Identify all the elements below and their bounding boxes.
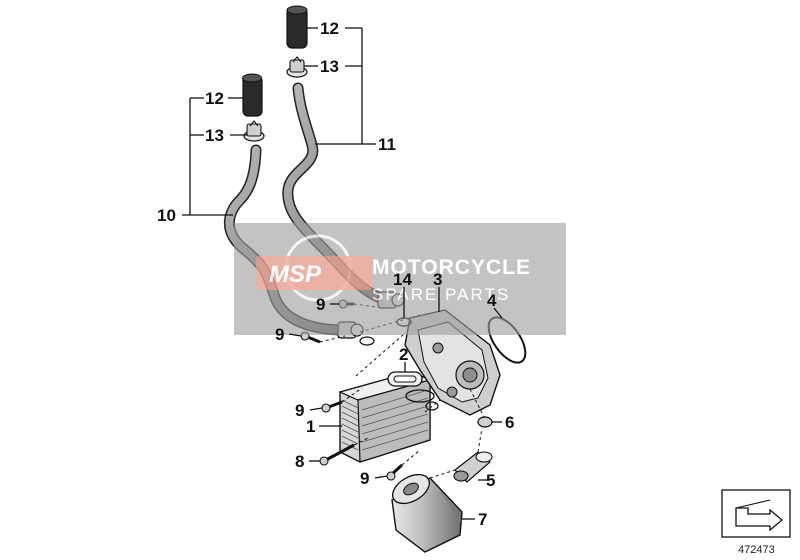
watermark-subtitle: SPARE PARTS bbox=[372, 285, 510, 304]
screw-9c bbox=[321, 400, 343, 413]
callout-9-d: 9 bbox=[360, 469, 369, 488]
oil-filter bbox=[391, 473, 463, 553]
sealing-plug bbox=[477, 416, 493, 428]
diagram-number: 472473 bbox=[738, 544, 775, 556]
oil-filter-housing bbox=[404, 309, 501, 416]
hollow-bolt bbox=[453, 451, 493, 483]
screw-8 bbox=[319, 443, 355, 466]
callout-13-upper: 13 bbox=[320, 57, 339, 76]
callout-4: 4 bbox=[487, 291, 497, 310]
callout-3: 3 bbox=[433, 270, 442, 289]
watermark-logo: MSP bbox=[269, 261, 322, 288]
hose-clamp-upper bbox=[286, 56, 308, 78]
callout-8: 8 bbox=[295, 452, 304, 471]
hose-clamp-lower bbox=[243, 120, 265, 142]
callout-13-lower: 13 bbox=[205, 126, 224, 145]
callout-12-lower: 12 bbox=[205, 89, 224, 108]
callout-1: 1 bbox=[306, 417, 315, 436]
screw-9d bbox=[386, 463, 404, 481]
callout-9-a: 9 bbox=[316, 295, 325, 314]
watermark: MSP MOTORCYCLE SPARE PARTS bbox=[234, 223, 566, 335]
callout-9-c: 9 bbox=[295, 401, 304, 420]
protective-cap-lower bbox=[242, 73, 263, 117]
callout-12-upper: 12 bbox=[320, 19, 339, 38]
protective-cap-upper bbox=[286, 5, 308, 49]
callout-5: 5 bbox=[486, 471, 495, 490]
arrow-box-icon bbox=[721, 489, 791, 538]
leader-lines bbox=[182, 27, 503, 520]
callout-11: 11 bbox=[378, 135, 396, 154]
callout-14: 14 bbox=[393, 270, 412, 289]
callout-2: 2 bbox=[399, 345, 408, 364]
watermark-title: MOTORCYCLE bbox=[372, 256, 531, 279]
watermark-logo-badge bbox=[256, 256, 372, 290]
callout-10: 10 bbox=[157, 206, 176, 225]
callout-6: 6 bbox=[505, 413, 514, 432]
callout-7: 7 bbox=[478, 510, 487, 529]
callout-9-b: 9 bbox=[275, 325, 284, 344]
